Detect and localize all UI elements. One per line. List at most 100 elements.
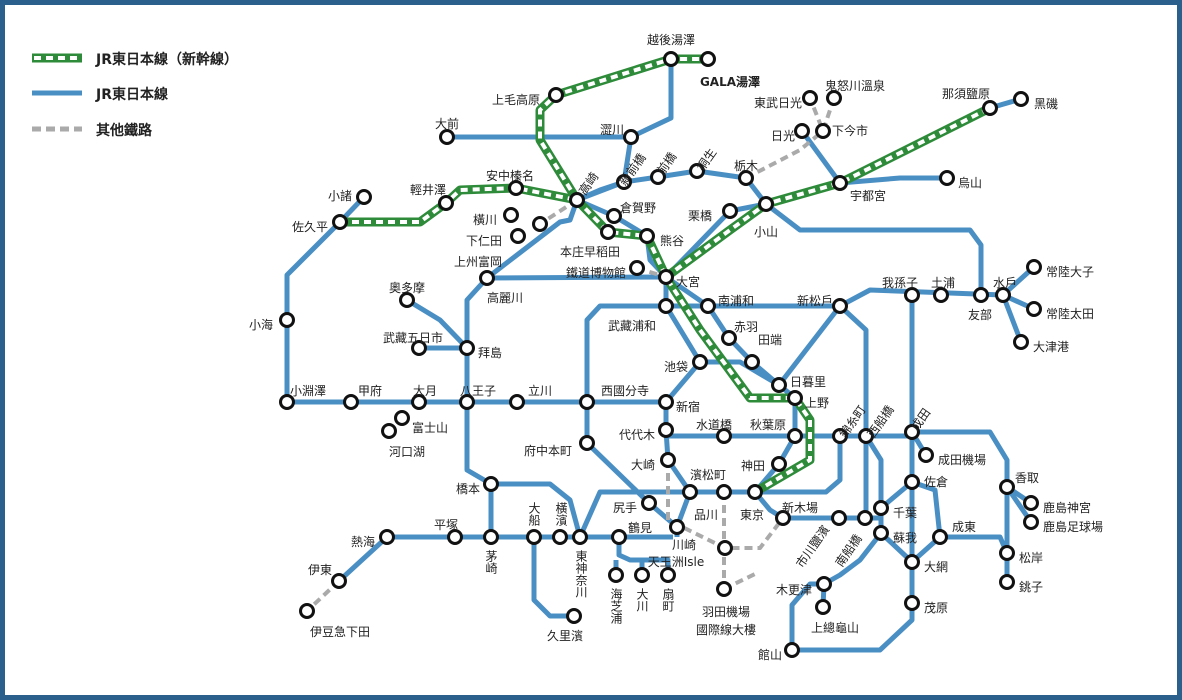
station-marker[interactable]	[616, 174, 632, 190]
station-marker[interactable]	[982, 100, 998, 116]
station-marker[interactable]	[579, 394, 595, 410]
station-marker[interactable]	[650, 169, 666, 185]
station-marker[interactable]	[356, 189, 372, 205]
station-marker[interactable]	[394, 410, 410, 426]
station-marker[interactable]	[904, 424, 920, 440]
station-marker[interactable]	[572, 529, 588, 545]
station-marker[interactable]	[826, 90, 842, 106]
station-marker[interactable]	[641, 495, 657, 511]
station-marker[interactable]	[332, 214, 348, 230]
station-marker[interactable]	[658, 269, 674, 285]
station-marker[interactable]	[939, 170, 955, 186]
station-marker[interactable]	[1026, 259, 1042, 275]
station-marker[interactable]	[279, 312, 295, 328]
station-marker[interactable]	[548, 87, 564, 103]
station-marker[interactable]	[815, 123, 831, 139]
station-marker[interactable]	[700, 51, 716, 67]
station-marker[interactable]	[904, 554, 920, 570]
station-marker[interactable]	[411, 394, 427, 410]
station-marker[interactable]	[692, 354, 708, 370]
station-marker[interactable]	[439, 129, 455, 145]
station-marker[interactable]	[1026, 301, 1042, 317]
station-marker[interactable]	[722, 203, 738, 219]
station-marker[interactable]	[379, 529, 395, 545]
station-marker[interactable]	[639, 228, 655, 244]
station-marker[interactable]	[831, 510, 847, 526]
station-marker[interactable]	[1023, 495, 1039, 511]
station-marker[interactable]	[999, 545, 1015, 561]
station-marker[interactable]	[503, 207, 519, 223]
station-marker[interactable]	[459, 340, 475, 356]
station-marker[interactable]	[343, 394, 359, 410]
station-marker[interactable]	[832, 175, 848, 191]
station-marker[interactable]	[758, 196, 774, 212]
station-marker[interactable]	[775, 510, 791, 526]
station-marker[interactable]	[331, 573, 347, 589]
station-marker[interactable]	[600, 224, 616, 240]
station-marker[interactable]	[744, 354, 760, 370]
station-marker[interactable]	[381, 423, 397, 439]
station-marker[interactable]	[904, 287, 920, 303]
station-marker[interactable]	[716, 581, 732, 597]
station-marker[interactable]	[669, 519, 685, 535]
station-marker[interactable]	[459, 394, 475, 410]
station-marker[interactable]	[483, 529, 499, 545]
station-marker[interactable]	[608, 567, 624, 583]
station-marker[interactable]	[508, 180, 524, 196]
station-marker[interactable]	[629, 260, 645, 276]
station-marker[interactable]	[399, 292, 415, 308]
station-marker[interactable]	[716, 428, 732, 444]
station-marker[interactable]	[299, 603, 315, 619]
station-marker[interactable]	[682, 484, 698, 500]
station-marker[interactable]	[510, 228, 526, 244]
station-marker[interactable]	[816, 576, 832, 592]
station-marker[interactable]	[995, 287, 1011, 303]
station-marker[interactable]	[623, 129, 639, 145]
station-marker[interactable]	[606, 208, 622, 224]
station-marker[interactable]	[784, 642, 800, 658]
station-marker[interactable]	[873, 500, 889, 516]
station-marker[interactable]	[532, 216, 548, 232]
station-marker[interactable]	[479, 270, 495, 286]
station-marker[interactable]	[999, 479, 1015, 495]
station-marker[interactable]	[787, 390, 803, 406]
station-marker[interactable]	[716, 484, 732, 500]
station-marker[interactable]	[279, 394, 295, 410]
station-marker[interactable]	[660, 452, 676, 468]
station-marker[interactable]	[832, 428, 848, 444]
station-marker[interactable]	[802, 90, 818, 106]
station-marker[interactable]	[717, 540, 733, 556]
station-marker[interactable]	[566, 608, 582, 624]
station-marker[interactable]	[509, 394, 525, 410]
station-marker[interactable]	[771, 377, 787, 393]
station-marker[interactable]	[438, 195, 454, 211]
station-marker[interactable]	[858, 428, 874, 444]
station-marker[interactable]	[660, 567, 676, 583]
station-marker[interactable]	[658, 394, 674, 410]
station-marker[interactable]	[999, 574, 1015, 590]
station-marker[interactable]	[483, 476, 499, 492]
station-marker[interactable]	[611, 529, 627, 545]
station-marker[interactable]	[787, 428, 803, 444]
station-marker[interactable]	[747, 484, 763, 500]
station-marker[interactable]	[663, 51, 679, 67]
station-marker[interactable]	[658, 422, 674, 438]
station-marker[interactable]	[904, 595, 920, 611]
station-marker[interactable]	[815, 599, 831, 615]
station-marker[interactable]	[738, 170, 754, 186]
station-marker[interactable]	[658, 298, 674, 314]
station-marker[interactable]	[857, 510, 873, 526]
station-marker[interactable]	[689, 163, 705, 179]
station-marker[interactable]	[579, 435, 595, 451]
station-marker[interactable]	[526, 529, 542, 545]
station-marker[interactable]	[569, 192, 585, 208]
station-marker[interactable]	[794, 123, 810, 139]
station-marker[interactable]	[932, 529, 948, 545]
station-marker[interactable]	[700, 298, 716, 314]
station-marker[interactable]	[771, 456, 787, 472]
station-marker[interactable]	[918, 447, 934, 463]
station-marker[interactable]	[873, 525, 889, 541]
station-marker[interactable]	[447, 529, 463, 545]
station-marker[interactable]	[634, 567, 650, 583]
station-marker[interactable]	[973, 287, 989, 303]
